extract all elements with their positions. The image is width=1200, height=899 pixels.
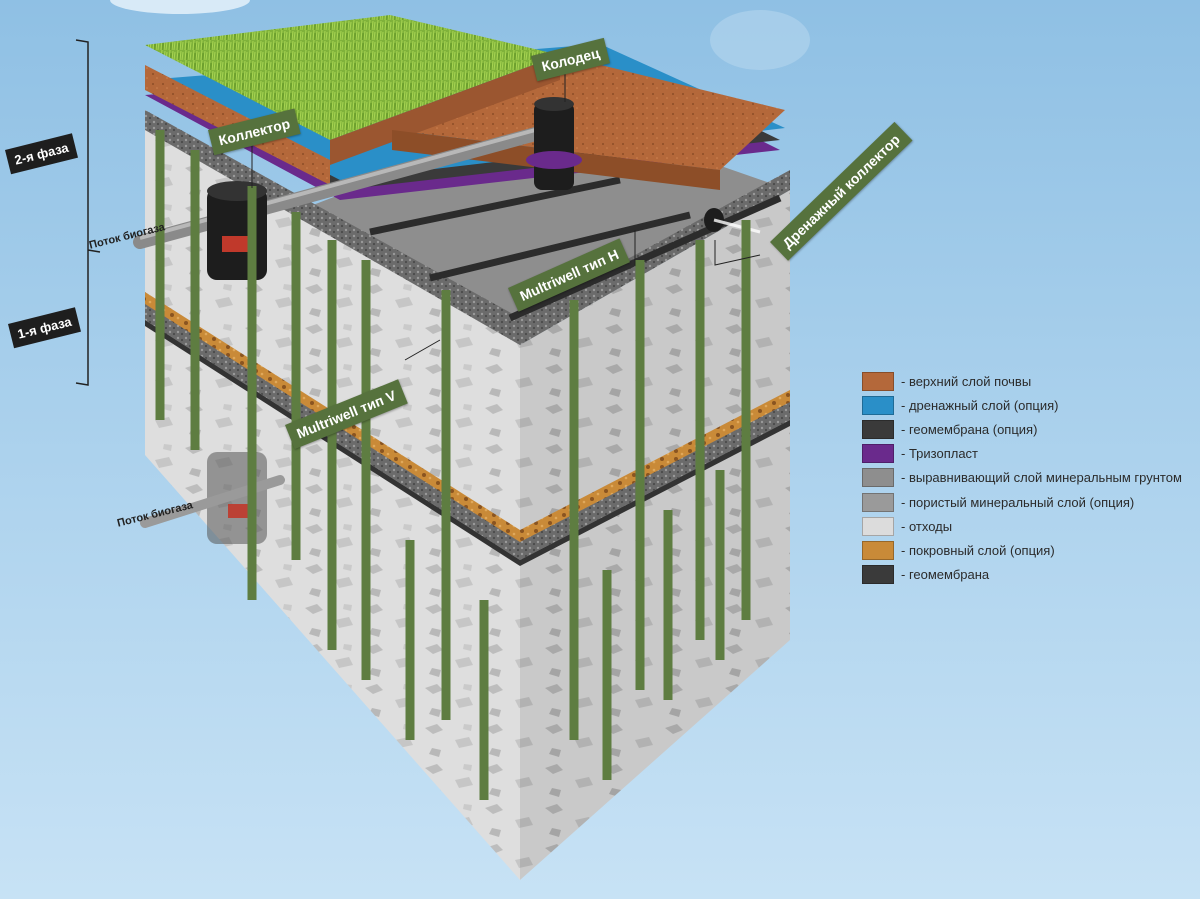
legend-item: - Тризопласт <box>862 442 1192 466</box>
horizontal-drain-2 <box>429 211 691 282</box>
legend-item: - геомембрана <box>862 563 1192 587</box>
legend-swatch <box>862 395 894 415</box>
legend-label: - верхний слой почвы <box>901 373 1032 389</box>
legend-item: - верхний слой почвы <box>862 369 1192 393</box>
vertical-drains-left <box>155 130 489 800</box>
legend-label: - геомембрана (опция) <box>901 421 1038 437</box>
legend-label: - дренажный слой (опция) <box>901 397 1059 413</box>
vertical-drains-right <box>569 220 751 780</box>
lower-gravel-layer-right <box>520 400 790 560</box>
legend-swatch <box>862 565 894 585</box>
legend-item: - отходы <box>862 514 1192 538</box>
lower-membrane-right <box>520 420 790 566</box>
phase-bracket <box>75 39 101 386</box>
legend-swatch <box>862 540 894 560</box>
legend: - верхний слой почвы - дренажный слой (о… <box>862 369 1192 587</box>
legend-label: - отходы <box>901 518 953 534</box>
horizontal-drain-3 <box>508 194 782 322</box>
topsoil-front-right <box>330 55 560 165</box>
legend-swatch <box>862 371 894 391</box>
legend-swatch <box>862 516 894 536</box>
collector-box-upper <box>207 188 267 280</box>
legend-swatch <box>862 419 894 439</box>
lower-cover-layer-right <box>520 390 790 542</box>
block-right-face <box>520 190 790 880</box>
legend-item: - выравнивающий слой минеральным грунтом <box>862 466 1192 490</box>
upper-gravel-edge-left <box>145 110 520 345</box>
grass-top <box>145 15 560 140</box>
legend-label: - геомембрана <box>901 567 990 583</box>
legend-swatch <box>862 468 894 488</box>
legend-swatch <box>862 492 894 512</box>
horizontal-drain-1 <box>369 176 621 236</box>
legend-item: - покровный слой (опция) <box>862 538 1192 562</box>
legend-item: - дренажный слой (опция) <box>862 393 1192 417</box>
well-cylinder <box>534 102 574 190</box>
legend-swatch <box>862 444 894 464</box>
legend-item: - пористый минеральный слой (опция) <box>862 490 1192 514</box>
legend-item: - геомембрана (опция) <box>862 417 1192 441</box>
legend-label: - выравнивающий слой минеральным грунтом <box>901 470 1182 486</box>
legend-label: - покровный слой (опция) <box>901 542 1055 558</box>
legend-label: - Тризопласт <box>901 446 978 462</box>
collector-pipe-lower <box>140 475 285 528</box>
legend-label: - пористый минеральный слой (опция) <box>901 494 1135 510</box>
